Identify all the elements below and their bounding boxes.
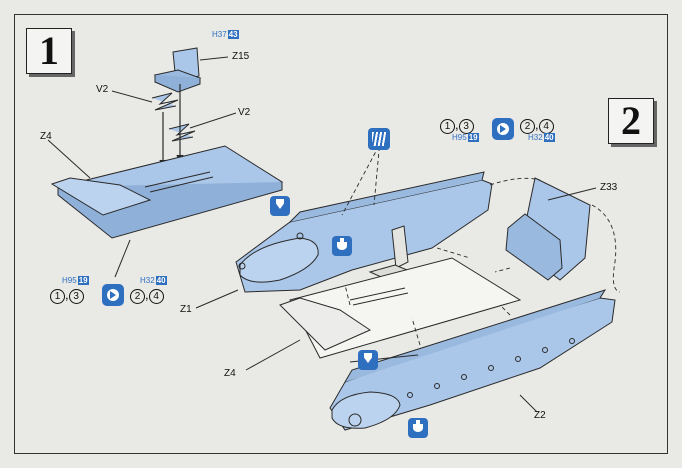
panel-z33 — [505, 177, 591, 281]
part-label-z33: Z33 — [600, 182, 618, 193]
sheet-frame — [14, 14, 668, 454]
part-label-v2-upper: V2 — [96, 84, 109, 95]
seat-z15 — [153, 47, 202, 93]
sequence-left-step1: 1,3 — [50, 287, 84, 304]
part-label-z15: Z15 — [232, 51, 250, 62]
part-label-z1: Z1 — [180, 304, 192, 315]
view-direction-icon — [102, 284, 124, 306]
part-label-z4-step2: Z4 — [224, 368, 236, 379]
step-number-2: 2 — [608, 98, 654, 144]
spring-v2-upper — [151, 92, 179, 111]
spring-v2-lower — [168, 123, 196, 142]
step-number-1: 1 — [26, 28, 72, 74]
cement-icon — [332, 236, 352, 256]
part-label-z2: Z2 — [534, 410, 546, 421]
paint-brush-icon — [368, 128, 390, 150]
glue-icon — [270, 196, 290, 216]
glue-icon — [358, 350, 378, 370]
sequence-right-step2: 2,4 — [520, 117, 554, 134]
view-direction-icon — [492, 118, 514, 140]
part-label-v2-lower: V2 — [238, 107, 251, 118]
part-label-z4-step1: Z4 — [40, 131, 52, 142]
floor-z4-step1 — [50, 145, 284, 239]
sequence-right-step1: 2,4 — [130, 287, 164, 304]
floor-z4-step2 — [279, 257, 522, 359]
sequence-left-step2: 1,3 — [440, 117, 474, 134]
hull-side-z2 — [329, 289, 616, 431]
cement-icon — [408, 418, 428, 438]
hull-side-z1 — [235, 171, 493, 293]
